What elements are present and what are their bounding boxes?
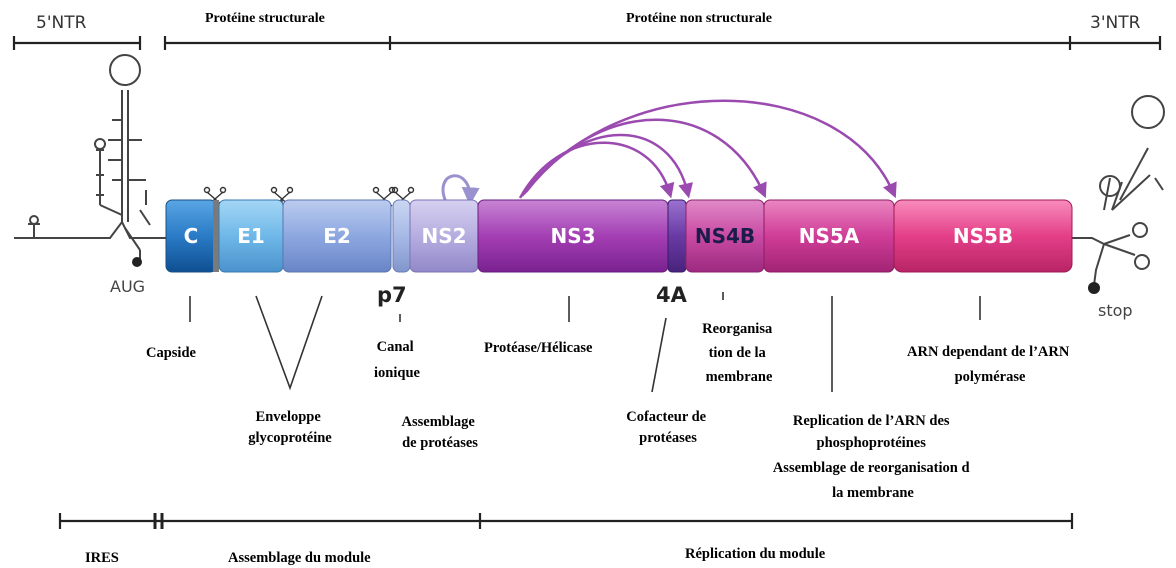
segment-e2 — [282, 199, 392, 273]
segment-p7 — [392, 199, 411, 273]
cleavage-arrows — [441, 99, 897, 206]
function-leaders — [189, 292, 981, 393]
top-scale: 5'NTR Protéine structurale Protéine non … — [12, 11, 1162, 50]
function-replication: Replication de l’ARN des phosphoprotéine… — [773, 413, 973, 501]
ns3-arrow-ns5b — [525, 99, 897, 199]
label-ns3: NS3 — [550, 224, 595, 248]
function-capside: Capside — [146, 345, 197, 361]
start-codon-label: AUG — [110, 277, 145, 296]
header-structural: Protéine structurale — [205, 11, 325, 26]
scale-nonstructural — [390, 36, 1072, 50]
label-ns4b: NS4B — [695, 224, 755, 248]
ns3-arrow-ns4a — [518, 141, 675, 199]
scale-5ntr — [12, 36, 142, 50]
label-ns5b: NS5B — [953, 224, 1013, 248]
label-e1: E1 — [237, 224, 265, 248]
label-ns4a: 4A — [656, 283, 688, 307]
polyprotein: C E1 E2 NS2 NS3 NS4B NS5A NS5B p7 4A — [165, 199, 1073, 307]
function-labels: Capside Enveloppe glycoprotéine Canal io… — [146, 321, 1073, 501]
function-assemblage-proteases: Assemblage de protéases — [402, 414, 479, 451]
function-polymerase: ARN dependant de l’ARN polymérase — [907, 344, 1073, 385]
scale-3ntr — [1070, 36, 1162, 50]
function-canal-ionique: Canal ionique — [374, 339, 420, 381]
function-enveloppe: Enveloppe glycoprotéine — [248, 409, 332, 446]
label-ns5a: NS5A — [799, 224, 860, 248]
function-cofacteur: Cofacteur de protéases — [626, 409, 710, 446]
scale-structural — [163, 36, 392, 50]
segment-ns4a — [667, 199, 687, 273]
function-protease-helicase: Protéase/Hélicase — [484, 340, 593, 356]
stop-codon-label: stop — [1098, 301, 1133, 320]
header-nonstructural: Protéine non structurale — [626, 11, 772, 26]
function-reorganisation: Reorganisa tion de la membrane — [702, 321, 776, 385]
ns2-autocleavage-arrow — [441, 174, 480, 206]
header-3ntr: 3'NTR — [1090, 13, 1141, 33]
label-e2: E2 — [323, 224, 351, 248]
bottom-scale: IRES Assemblage du module Réplication du… — [58, 513, 1074, 566]
module-ires: IRES — [85, 550, 119, 566]
utr5-rna-structure: AUG — [14, 54, 166, 296]
segment-c-signal — [213, 200, 219, 272]
utr3-rna-structure: stop — [1072, 95, 1165, 320]
module-assemblage: Assemblage du module — [228, 550, 371, 566]
label-p7: p7 — [377, 283, 407, 307]
header-5ntr: 5'NTR — [36, 13, 87, 33]
segment-ns5b — [893, 199, 1073, 273]
module-replication: Réplication du module — [685, 546, 826, 562]
label-c: C — [184, 224, 199, 248]
label-ns2: NS2 — [421, 224, 466, 248]
